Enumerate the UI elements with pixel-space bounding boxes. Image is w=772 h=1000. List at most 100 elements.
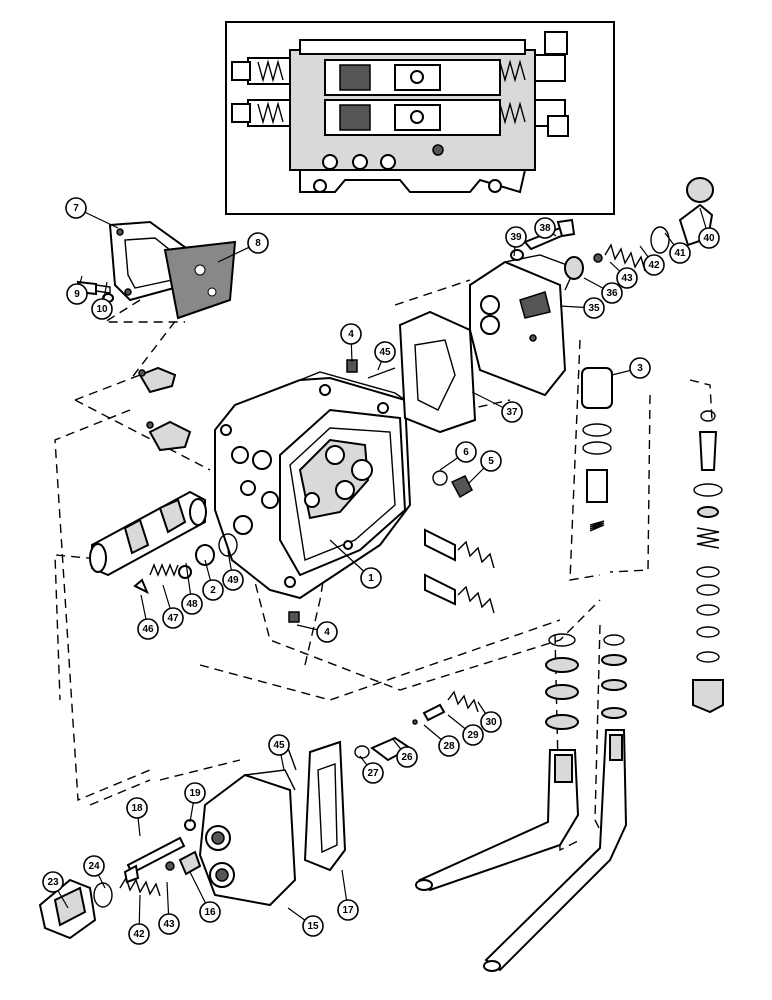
callout-label: 48 — [186, 599, 198, 610]
cross-section-inset — [225, 21, 615, 215]
callout-circle — [181, 593, 203, 615]
callout-c6: 6 — [455, 441, 477, 463]
callout-circle — [643, 254, 665, 276]
callout-label: 10 — [96, 304, 108, 315]
callout-label: 3 — [637, 363, 643, 374]
callout-circle — [362, 762, 384, 784]
callout-circle — [316, 621, 338, 643]
callout-c40: 40 — [698, 227, 720, 249]
callout-label: 47 — [167, 613, 179, 624]
callout-c45b: 45 — [268, 734, 290, 756]
callout-c4a: 4 — [340, 323, 362, 345]
callout-c5: 5 — [480, 450, 502, 472]
callout-circle — [158, 913, 180, 935]
callout-c18: 18 — [126, 797, 148, 819]
callout-label: 45 — [273, 740, 285, 751]
seal-stacks — [545, 633, 627, 730]
callout-circle — [222, 569, 244, 591]
callout-circle — [202, 579, 224, 601]
callout-label: 5 — [488, 456, 494, 467]
callout-circle — [42, 871, 64, 893]
callout-label: 9 — [74, 289, 80, 300]
front-gasket — [303, 740, 347, 872]
callout-label: 42 — [648, 260, 660, 271]
callout-c29: 29 — [462, 724, 484, 746]
callout-label: 42 — [133, 929, 145, 940]
callout-label: 37 — [506, 407, 518, 418]
callout-c9: 9 — [66, 283, 88, 305]
callout-circle — [360, 567, 382, 589]
callout-circle — [616, 267, 638, 289]
callout-c23: 23 — [42, 871, 64, 893]
callout-c4b: 4 — [316, 621, 338, 643]
callout-circle — [302, 915, 324, 937]
callout-c15: 15 — [302, 915, 324, 937]
callout-c49: 49 — [222, 569, 244, 591]
rear-cover — [469, 254, 576, 397]
callout-c45a: 45 — [374, 341, 396, 363]
callout-label: 30 — [485, 717, 497, 728]
callout-c42b: 42 — [128, 923, 150, 945]
callout-circle — [65, 197, 87, 219]
callout-label: 24 — [88, 861, 100, 872]
front-cover — [198, 769, 297, 907]
callout-label: 26 — [401, 752, 413, 763]
callout-label: 4 — [348, 329, 354, 340]
callout-circle — [601, 282, 623, 304]
plunger-stack — [581, 367, 613, 532]
lever-brackets — [138, 366, 192, 452]
callout-c26: 26 — [396, 746, 418, 768]
callout-circle — [83, 855, 105, 877]
callout-c2: 2 — [202, 579, 224, 601]
callout-circle — [337, 899, 359, 921]
callout-circle — [462, 724, 484, 746]
callout-circle — [340, 323, 362, 345]
callout-c7: 7 — [65, 197, 87, 219]
pistons-and-springs — [288, 359, 495, 623]
callout-label: 41 — [674, 248, 686, 259]
callout-c1: 1 — [360, 567, 382, 589]
callout-label: 6 — [463, 447, 469, 458]
callout-circle — [126, 797, 148, 819]
callout-c16: 16 — [199, 901, 221, 923]
callout-c38: 38 — [534, 217, 556, 239]
callout-label: 45 — [379, 347, 391, 358]
control-levers — [415, 729, 628, 972]
callout-circle — [162, 607, 184, 629]
callout-c24: 24 — [83, 855, 105, 877]
callout-label: 18 — [131, 803, 143, 814]
callout-c36: 36 — [601, 282, 623, 304]
callout-circle — [480, 450, 502, 472]
callout-c43a: 43 — [616, 267, 638, 289]
callout-circle — [501, 401, 523, 423]
callout-c30: 30 — [480, 711, 502, 733]
callout-label: 23 — [47, 877, 59, 888]
callout-c8: 8 — [247, 232, 269, 254]
callout-label: 17 — [342, 905, 354, 916]
callout-c47: 47 — [162, 607, 184, 629]
callout-label: 16 — [204, 907, 216, 918]
callout-label: 40 — [703, 233, 715, 244]
callout-label: 39 — [510, 232, 522, 243]
callout-circle — [629, 357, 651, 379]
callout-label: 29 — [467, 730, 479, 741]
callout-label: 38 — [539, 223, 551, 234]
callout-circle — [91, 298, 113, 320]
callout-circle — [374, 341, 396, 363]
callout-circle — [480, 711, 502, 733]
callout-c17: 17 — [337, 899, 359, 921]
relief-valve-parts — [510, 177, 714, 280]
callout-c48: 48 — [181, 593, 203, 615]
callout-c3: 3 — [629, 357, 651, 379]
callout-circle — [396, 746, 418, 768]
callout-circle — [438, 735, 460, 757]
callout-circle — [534, 217, 556, 239]
callout-label: 7 — [73, 203, 79, 214]
callout-c27: 27 — [362, 762, 384, 784]
callout-label: 2 — [210, 585, 216, 596]
front-relief-parts — [38, 819, 202, 940]
valve-body — [214, 371, 412, 600]
